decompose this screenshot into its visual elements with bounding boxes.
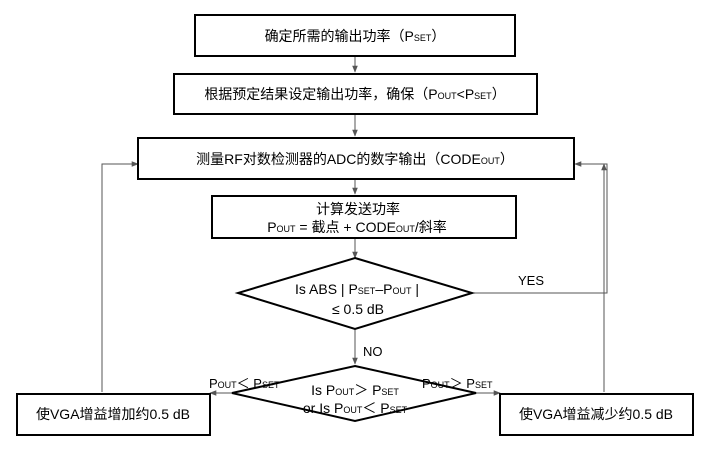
connectors xyxy=(101,56,608,396)
increase-gain-box: 使VGA增益增加约0.5 dB xyxy=(16,393,211,436)
arrow-increase-loop xyxy=(101,161,139,392)
arrow-yes-loop xyxy=(472,161,608,294)
no-label: NO xyxy=(363,344,383,359)
decrease-gain-text: 使VGA增益减少约0.5 dB xyxy=(519,406,673,422)
increase-gain-text: 使VGA增益增加约0.5 dB xyxy=(36,406,190,422)
step3-box: 测量RF对数检测器的ADC的数字输出（CODEOUT） xyxy=(137,137,575,180)
left-branch-label: POUT＜ PSET xyxy=(209,376,280,391)
right-branch-label: POUT＞ PSET xyxy=(422,376,493,391)
decrease-gain-box: 使VGA增益减少约0.5 dB xyxy=(499,393,694,436)
step3-text: 测量RF对数检测器的ADC的数字输出（CODEOUT） xyxy=(196,151,514,167)
decision1-diamond: Is ABS | PSET–POUT | ≤ 0.5 dB xyxy=(234,256,476,331)
step1-box: 确定所需的输出功率（PSET） xyxy=(194,14,516,57)
step2-text: 根据预定结果设定输出功率，确保（POUT<PSET） xyxy=(204,86,505,102)
step4-box: 计算发送功率 POUT = 截点 + CODEOUT/斜率 xyxy=(211,195,517,239)
decision1-line2: ≤ 0.5 dB xyxy=(332,301,384,317)
yes-label: YES xyxy=(518,273,544,288)
decision2-line2: or Is POUT＜ PSET xyxy=(303,400,408,416)
step4-line1: 计算发送功率 xyxy=(316,201,400,217)
step4-line2: POUT = 截点 + CODEOUT/斜率 xyxy=(267,219,447,235)
decision1-line1: Is ABS | PSET–POUT | xyxy=(295,281,419,297)
decision2-line1: Is POUT＞ PSET xyxy=(311,382,399,398)
step2-box: 根据预定结果设定输出功率，确保（POUT<PSET） xyxy=(173,73,538,115)
decision2-diamond: Is POUT＞ PSET or Is POUT＜ PSET xyxy=(231,364,477,423)
step1-text: 确定所需的输出功率（PSET） xyxy=(265,28,446,44)
